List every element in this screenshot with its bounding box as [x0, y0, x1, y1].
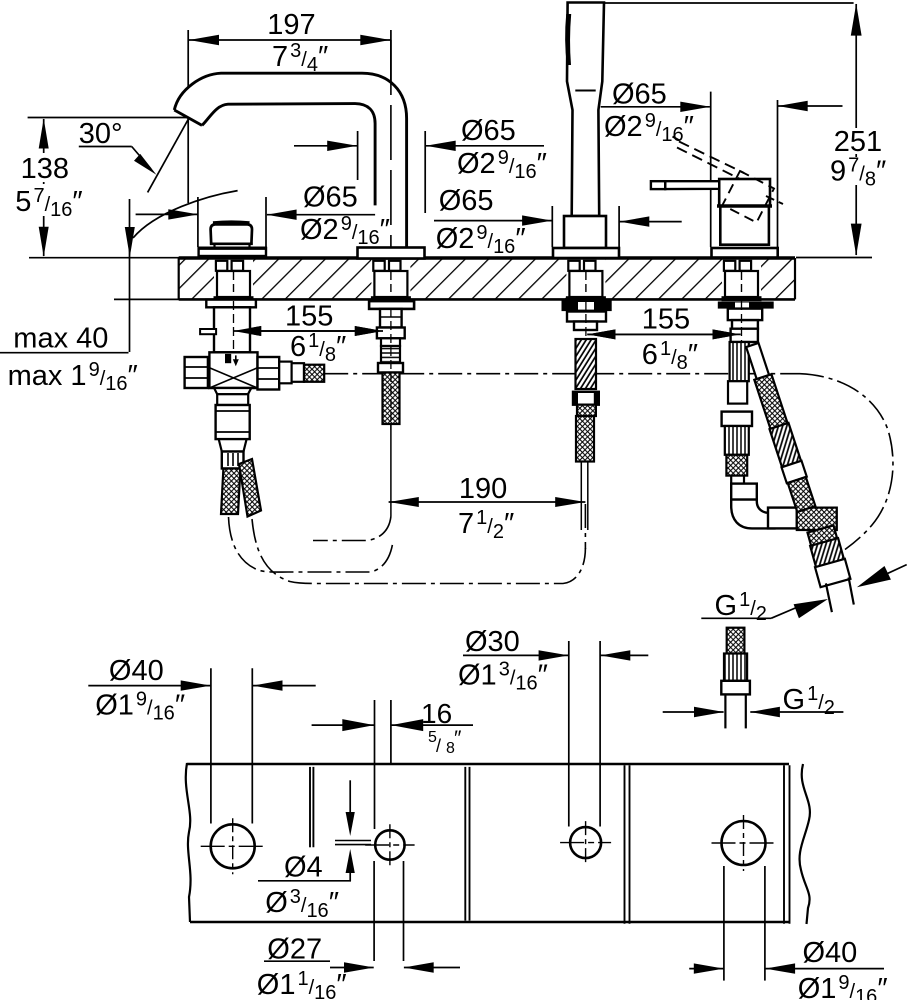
svg-text:8: 8: [446, 740, 455, 757]
svg-text:16: 16: [421, 698, 452, 729]
svg-text:Ø65: Ø65: [461, 115, 516, 147]
svg-text:/: /: [436, 736, 441, 756]
svg-text:61/8″: 61/8″: [642, 338, 698, 374]
svg-text:Ø4: Ø4: [284, 852, 323, 884]
svg-text:155: 155: [642, 304, 690, 336]
svg-text:Ø65: Ø65: [612, 79, 667, 111]
svg-text:155: 155: [285, 301, 333, 333]
svg-text:Ø19/16″: Ø19/16″: [798, 972, 888, 1000]
svg-text:Ø27: Ø27: [267, 933, 322, 965]
svg-text:″: ″: [454, 727, 462, 750]
svg-text:197: 197: [267, 9, 315, 41]
svg-text:190: 190: [459, 473, 507, 505]
svg-text:30°: 30°: [79, 118, 123, 150]
svg-text:Ø40: Ø40: [109, 655, 164, 687]
svg-text:138: 138: [21, 153, 69, 185]
svg-text:Ø30: Ø30: [465, 626, 520, 658]
svg-text:5: 5: [428, 729, 437, 746]
svg-text:Ø40: Ø40: [803, 937, 858, 969]
svg-text:max 19/16″: max 19/16″: [8, 359, 138, 395]
svg-text:251: 251: [834, 126, 882, 158]
svg-text:Ø65: Ø65: [439, 185, 494, 217]
svg-text:Ø65: Ø65: [303, 182, 358, 214]
svg-text:max 40: max 40: [13, 323, 108, 355]
